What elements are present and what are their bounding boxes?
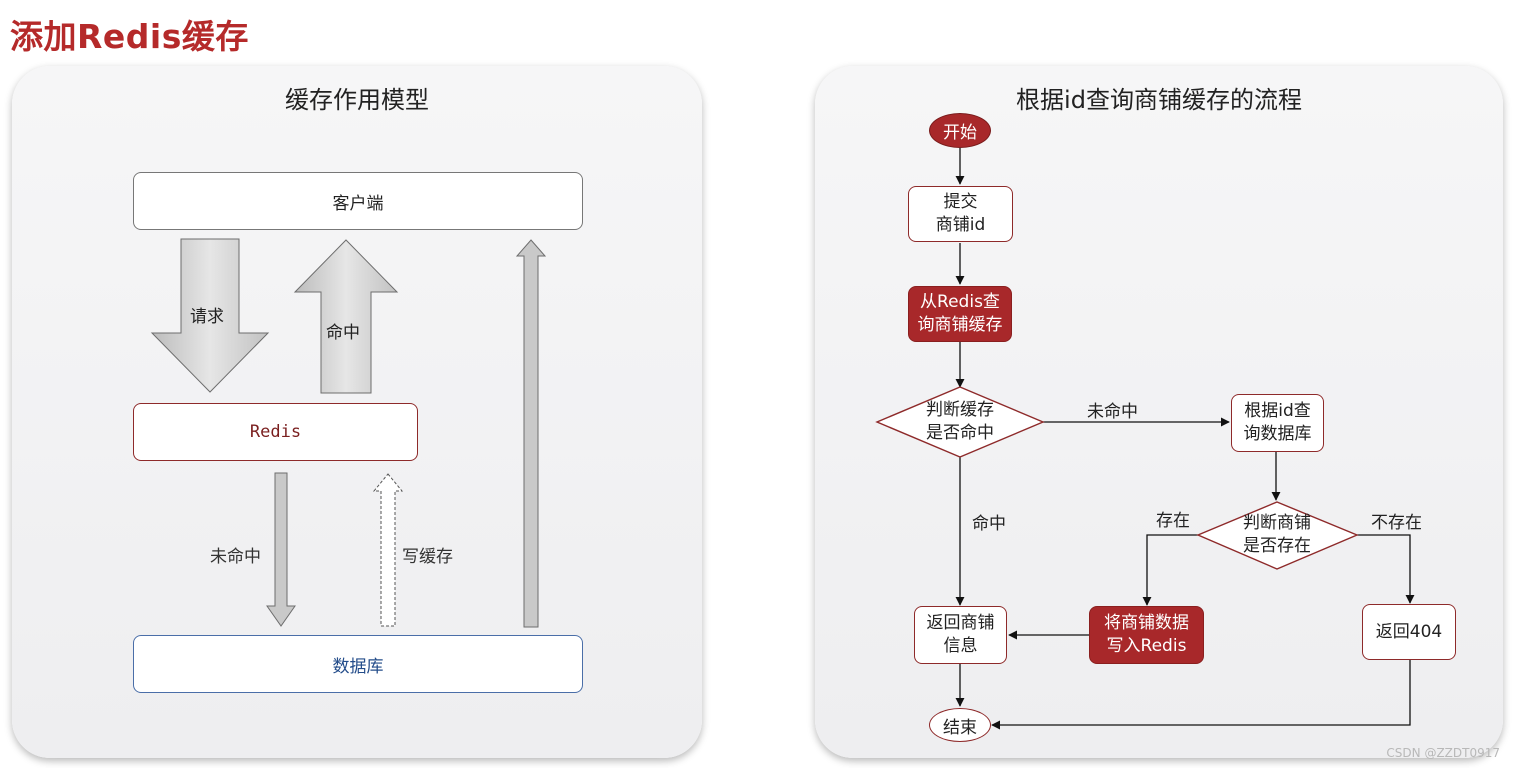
query-db-node: 根据id查 询数据库	[1231, 394, 1324, 452]
write-cache-arrow	[372, 473, 404, 627]
cache-model-title: 缓存作用模型	[285, 86, 429, 114]
watermark: CSDN @ZZDT0917	[1386, 746, 1500, 760]
client-label: 客户端	[332, 193, 384, 214]
not-exists-edge-label: 不存在	[1371, 513, 1422, 533]
client-box: 客户端	[133, 172, 583, 230]
redis-box: Redis	[133, 403, 418, 461]
flowchart-title: 根据id查询商铺缓存的流程	[1016, 86, 1302, 114]
query-redis-node: 从Redis查 询商铺缓存	[908, 286, 1012, 342]
db-to-client-arrow	[515, 239, 547, 628]
judge-shop-label: 判断商铺 是否存在	[1243, 513, 1311, 556]
end-node: 结束	[929, 708, 991, 742]
request-arrow	[150, 238, 270, 393]
start-node: 开始	[929, 113, 991, 148]
redis-label: Redis	[249, 422, 302, 442]
judge-cache-diamond	[875, 386, 1045, 458]
write-cache-label: 写缓存	[402, 547, 453, 567]
miss-label: 未命中	[210, 547, 261, 567]
cache-model-panel: 缓存作用模型 客户端 Redis 数据库 请求 命中 未命中 写缓存	[12, 66, 702, 758]
exists-edge-label: 存在	[1156, 511, 1190, 531]
start-label: 开始	[943, 123, 977, 143]
submit-node: 提交 商铺id	[908, 186, 1013, 242]
cache-model-arrows	[150, 238, 547, 628]
request-label: 请求	[190, 307, 224, 327]
end-label: 结束	[943, 717, 977, 738]
page-title: 添加Redis缓存	[10, 17, 249, 56]
database-label: 数据库	[332, 656, 384, 677]
judge-shop-diamond	[1196, 501, 1359, 570]
hit-arrow	[293, 239, 399, 394]
miss-edge-label: 未命中	[1087, 402, 1138, 422]
database-box: 数据库	[133, 635, 583, 693]
return-info-node: 返回商铺 信息	[914, 606, 1007, 664]
judge-cache-label: 判断缓存 是否命中	[926, 400, 994, 443]
write-redis-node: 将商铺数据 写入Redis	[1089, 606, 1204, 664]
miss-arrow	[266, 472, 296, 627]
return-404-node: 返回404	[1362, 604, 1456, 660]
hit-label: 命中	[326, 323, 360, 343]
hit-edge-label: 命中	[972, 514, 1006, 534]
